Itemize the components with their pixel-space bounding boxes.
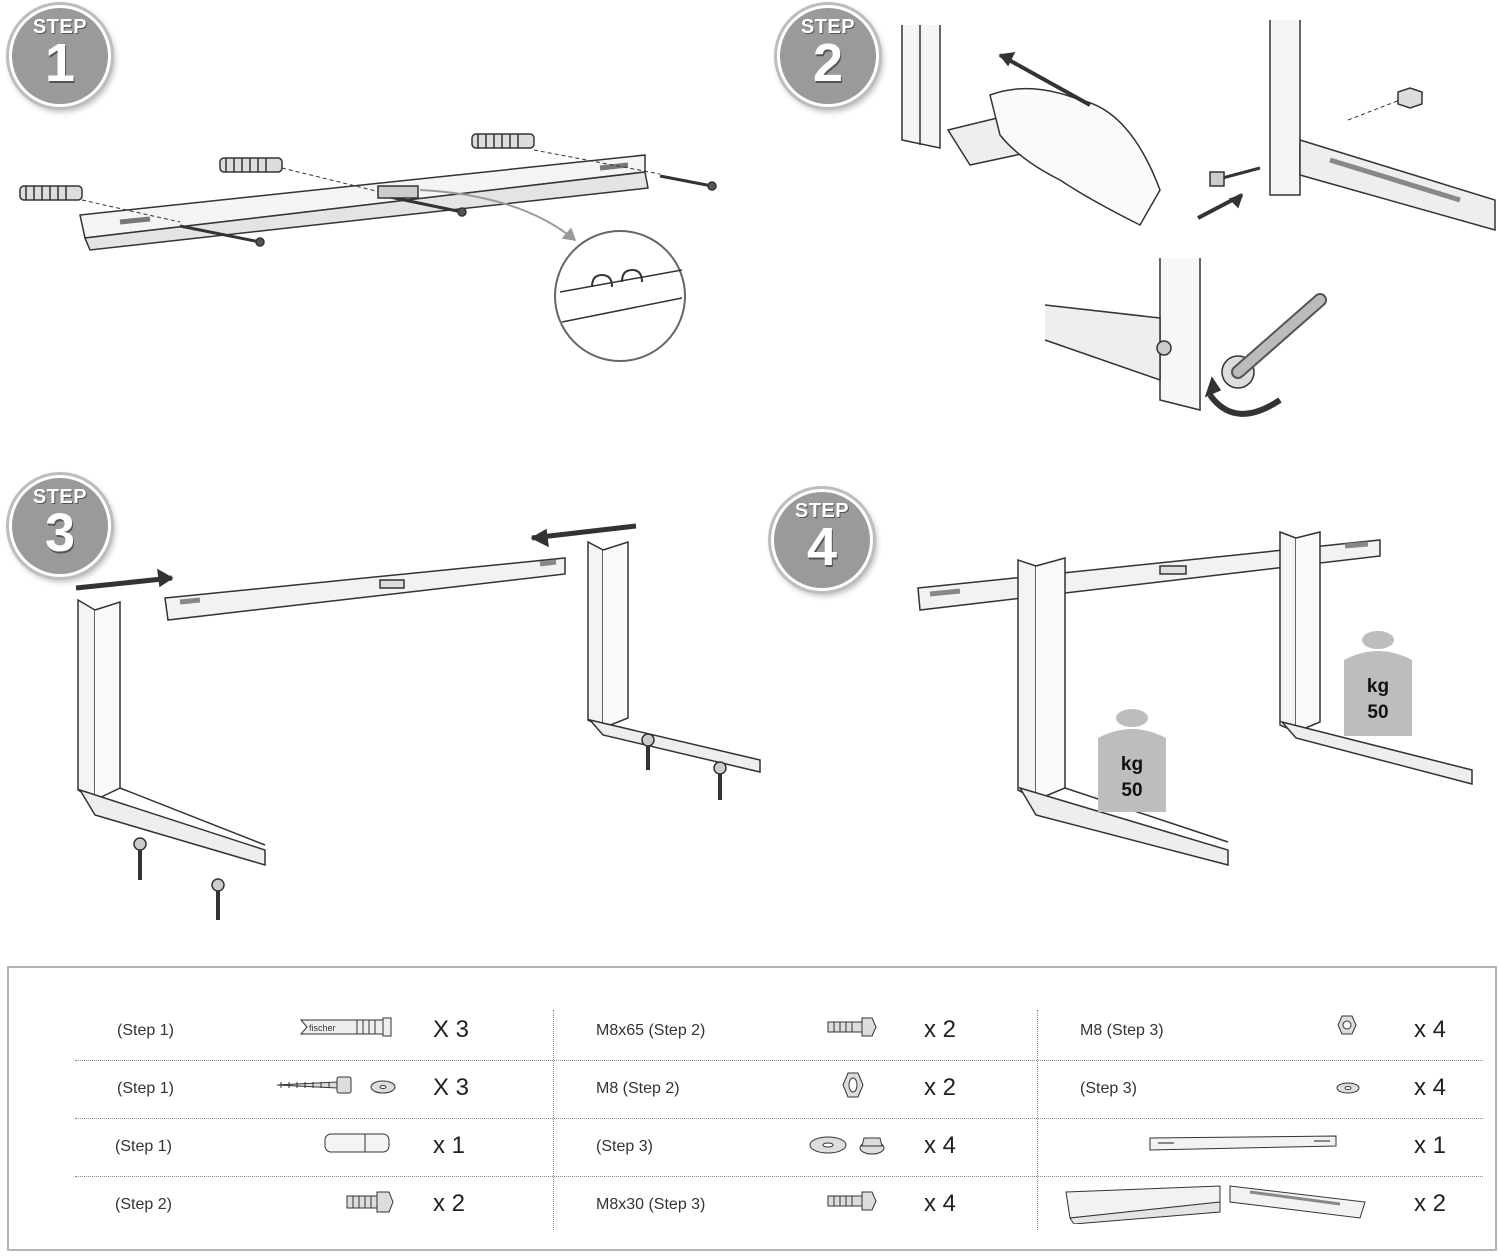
hex-bolt-icon [827,1017,877,1037]
parts-row: M8 (Step 2) x 2 [554,1060,1037,1119]
parts-row: (Step 3) x 4 [554,1118,1037,1177]
parts-row: x 1 [1038,1118,1483,1177]
weight-right-label: kg 50 [1366,676,1390,723]
step-3-illustration [75,523,761,920]
weight-left [1098,709,1166,812]
parts-row: M8 (Step 3) x 4 [1038,1002,1483,1061]
cross-rail-icon [1149,1135,1337,1151]
step-1-panel: STEP 1 [0,0,740,440]
step-1-illustration [19,133,717,362]
spacer-tube-icon [324,1133,390,1153]
weight-right [1344,631,1412,736]
step-4-badge: STEP 4 [774,492,870,588]
small-washer-icon [1336,1082,1360,1094]
parts-list: (Step 1) fischer X 3 (Step 1) X 3 (Step … [7,966,1497,1251]
step-3-badge: STEP 3 [12,478,108,574]
hex-nut-icon [842,1072,864,1098]
parts-row: (Step 2) x 2 [75,1176,553,1234]
lag-screw-washer-icon [276,1076,396,1094]
step-2-panel: STEP 2 [760,0,1500,440]
parts-row: (Step 1) x 1 [75,1118,553,1177]
wall-plug-middle [219,157,283,173]
wall-plug-icon: fischer [299,1017,392,1037]
step-4-panel: STEP 4 kg 50 kg 50 [760,470,1500,940]
parts-row: x 2 [1038,1176,1483,1234]
bracket-pair-icon [1065,1185,1366,1224]
svg-text:fischer: fischer [309,1023,336,1033]
step-2-illustration [901,20,1496,417]
step-4-illustration [917,530,1473,866]
wall-plug-right [471,133,535,149]
washer-nut-icon [809,1136,885,1155]
hex-bolt-short-icon [346,1191,394,1213]
step-1-badge: STEP 1 [12,8,108,104]
parts-row: (Step 3) x 4 [1038,1060,1483,1119]
step-2-badge: STEP 2 [780,8,876,104]
step-3-panel: STEP 3 [0,470,761,940]
weight-left-label: kg 50 [1120,754,1144,801]
hex-bolt-icon [827,1191,877,1211]
column-divider [1037,1010,1038,1230]
wall-plug-left [19,185,83,201]
parts-row: M8x30 (Step 3) x 4 [554,1176,1037,1234]
column-divider [553,1010,554,1230]
small-nut-icon [1337,1015,1357,1035]
parts-row: (Step 1) X 3 [75,1060,553,1119]
parts-row: (Step 1) fischer X 3 [75,1002,553,1061]
parts-row: M8x65 (Step 2) x 2 [554,1002,1037,1061]
